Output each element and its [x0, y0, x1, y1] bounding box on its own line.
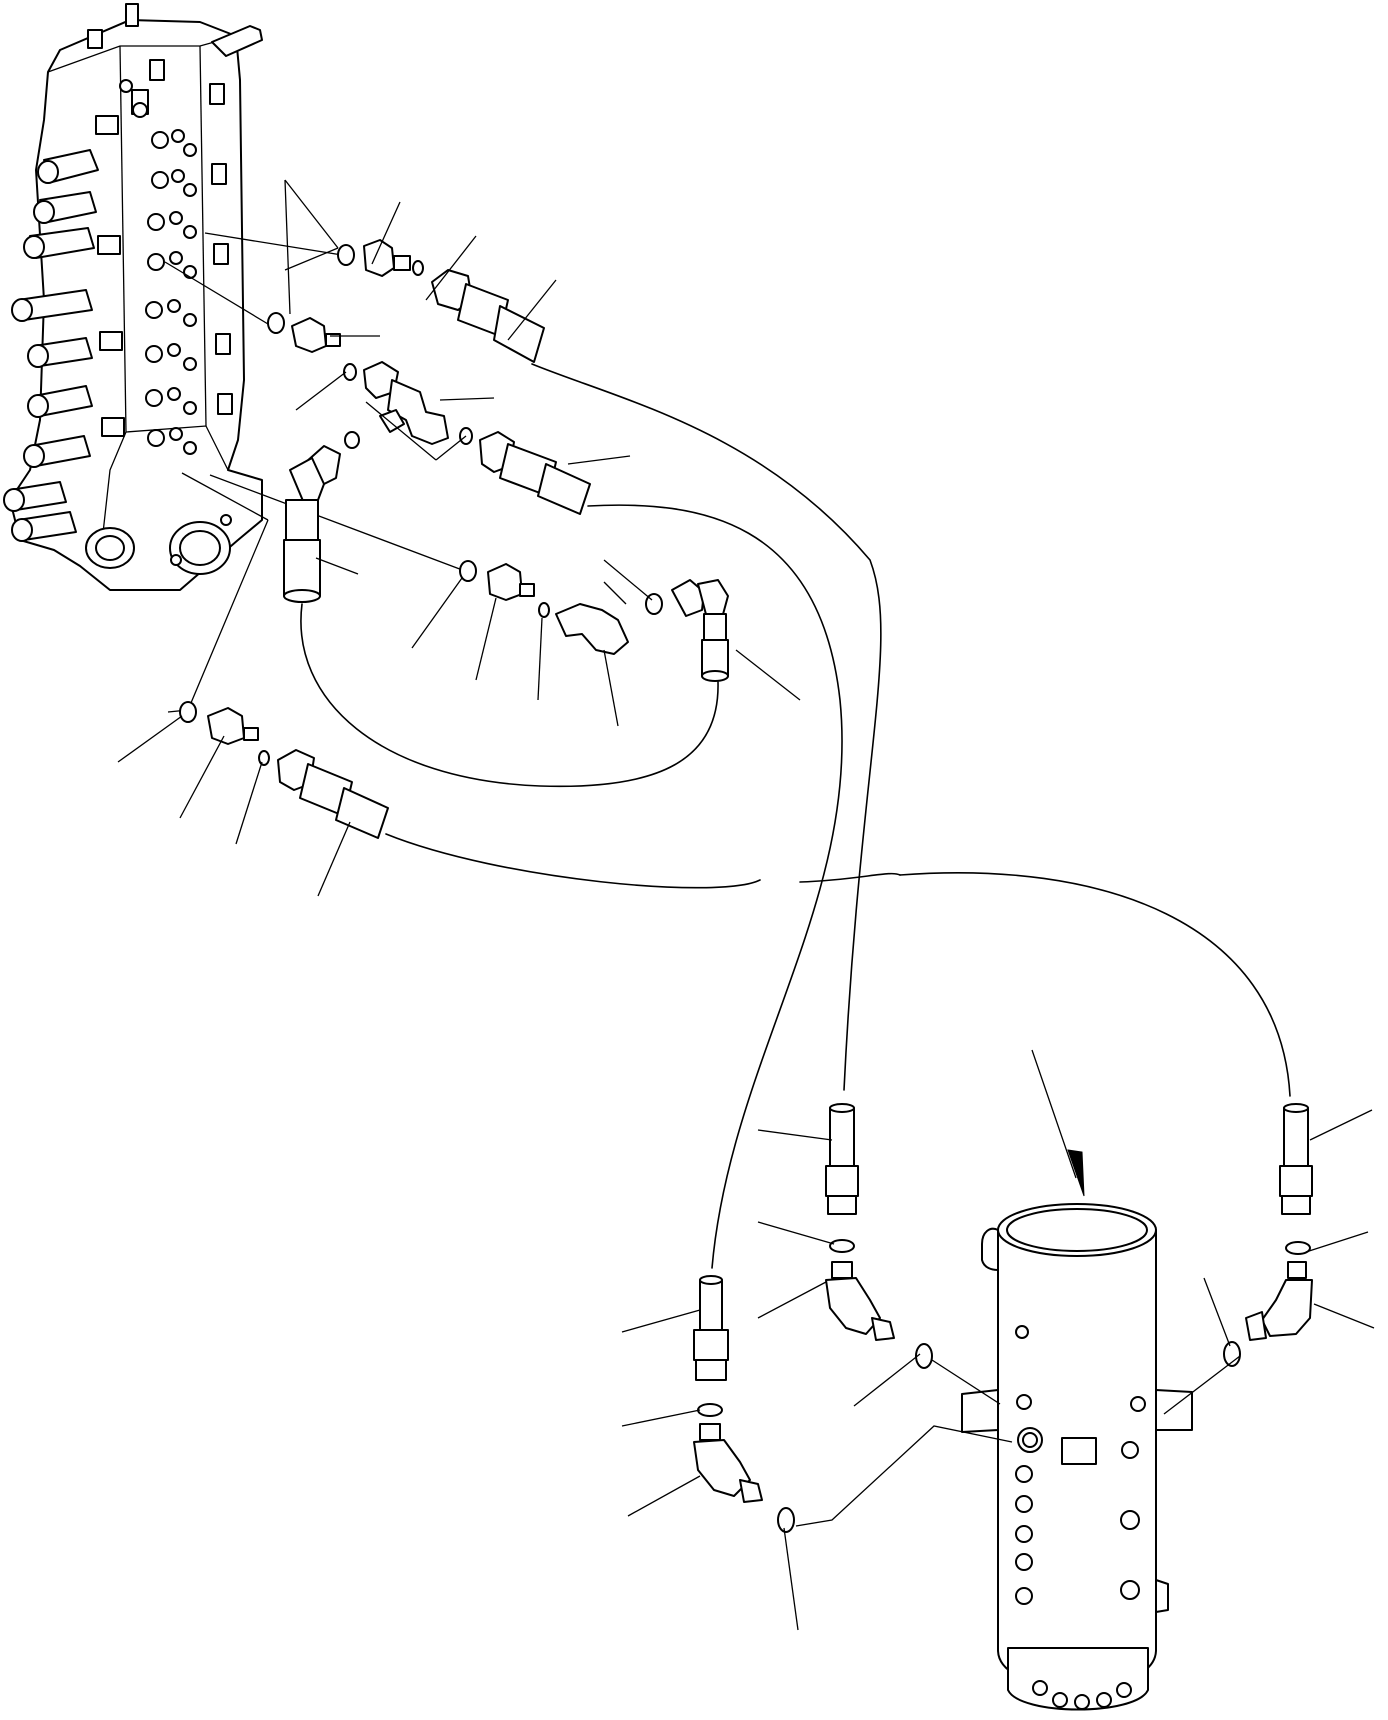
swivel-fitting-right — [1223, 1103, 1313, 1367]
swivel-joint — [961, 1203, 1193, 1711]
fitting-group-4 — [459, 560, 729, 682]
valve-ports — [119, 79, 197, 455]
fitting-group-3 — [283, 445, 341, 603]
swivel-joint-arrow — [1031, 1049, 1085, 1197]
valve-connection-lines — [164, 179, 466, 713]
swivel-fitting-center — [825, 1103, 933, 1369]
valve-spool-stack — [3, 83, 233, 542]
fitting-group-5 — [179, 701, 389, 839]
swivel-fitting-left — [693, 1275, 795, 1533]
swivel-connection-lines — [795, 1355, 1241, 1527]
fitting-group-1 — [337, 239, 545, 363]
fitting-group-2 — [267, 312, 591, 515]
leader-lines — [117, 201, 1375, 1631]
hose-lines — [300, 363, 1291, 1269]
